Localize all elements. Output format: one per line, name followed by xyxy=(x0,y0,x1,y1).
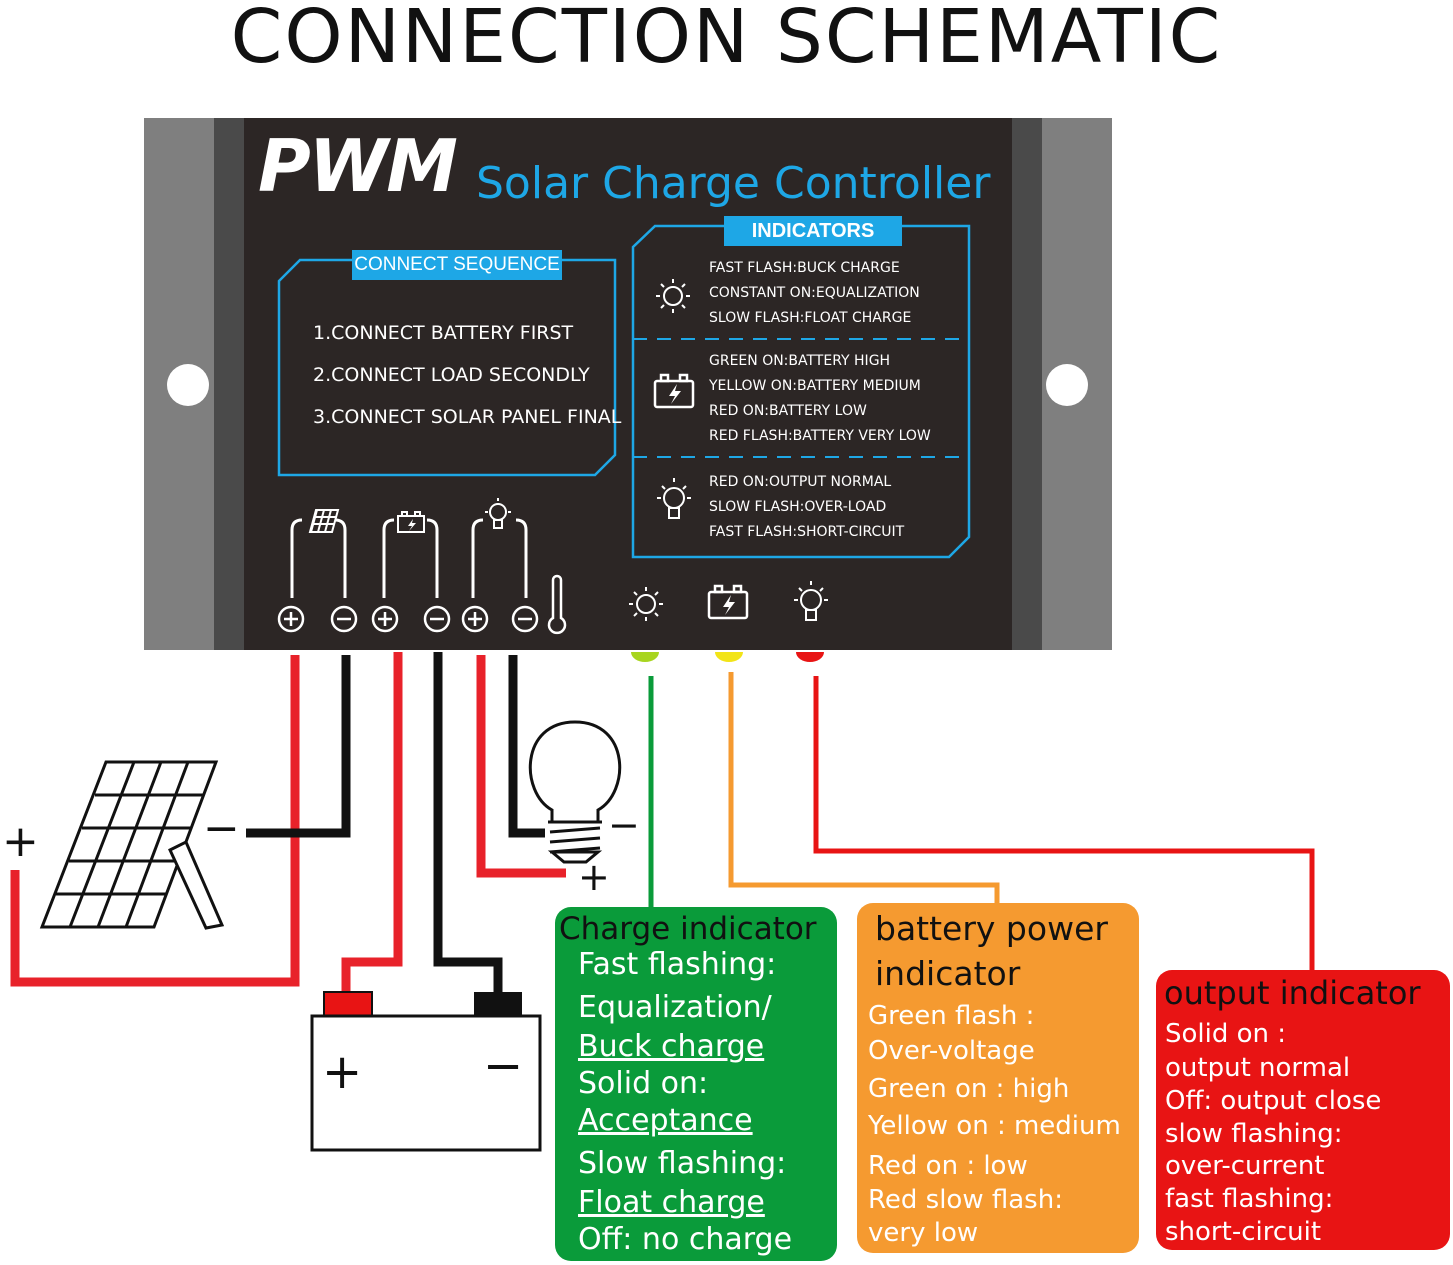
indicator-line: RED FLASH:BATTERY VERY LOW xyxy=(709,428,931,444)
battery-plus-sign: + xyxy=(322,1044,362,1100)
solar-negative-wire xyxy=(246,655,351,838)
indicator-line: RED ON:BATTERY LOW xyxy=(709,403,867,419)
battery-terminal-icon xyxy=(397,511,425,533)
indicator-line: SLOW FLASH:FLOAT CHARGE xyxy=(709,310,912,326)
page-title: CONNECTION SCHEMATIC xyxy=(230,0,1223,80)
load-positive-terminal xyxy=(461,605,489,633)
indicator-line: SLOW FLASH:OVER-LOAD xyxy=(709,499,887,515)
charge-line: Equalization/ xyxy=(578,990,772,1025)
output-led-wire xyxy=(813,676,1315,975)
battery-negative-terminal xyxy=(423,605,451,633)
solar-positive-terminal xyxy=(277,605,305,633)
indicator-line: FAST FLASH:SHORT-CIRCUIT xyxy=(709,524,905,540)
charge-line: Off: no charge xyxy=(578,1222,793,1257)
controller-body xyxy=(144,118,1112,650)
charge-indicator-title: Charge indicator xyxy=(559,911,817,947)
charge-line: Buck charge xyxy=(578,1029,765,1064)
battery-led xyxy=(715,652,743,662)
indicator-line: RED ON:OUTPUT NORMAL xyxy=(709,474,892,490)
sun-icon xyxy=(656,279,690,313)
output-indicator-box: output indicator Solid on : output norma… xyxy=(1156,970,1450,1250)
charge-line: Float charge xyxy=(578,1185,765,1220)
solar-panel-terminal-icon xyxy=(308,509,340,533)
right-mount-hole xyxy=(1046,364,1088,406)
battery-indicator-box: battery power indicator Green flash : Ov… xyxy=(857,903,1139,1253)
battery-indicator-title: indicator xyxy=(875,954,1021,993)
indicators-heading: INDICATORS xyxy=(724,216,902,246)
battery-line: Over-voltage xyxy=(868,1036,1035,1066)
output-line: over-current xyxy=(1165,1151,1325,1181)
charge-line: Acceptance xyxy=(578,1103,753,1138)
battery-positive-wire xyxy=(341,652,403,996)
output-line: output normal xyxy=(1165,1053,1351,1083)
indicator-line: CONSTANT ON:EQUALIZATION xyxy=(709,285,920,301)
battery-line: Red on : low xyxy=(868,1151,1028,1181)
right-flange-edge xyxy=(1012,118,1042,650)
charge-line: Slow flashing: xyxy=(578,1146,787,1181)
load-plus-sign: + xyxy=(578,855,610,899)
battery-icon-large xyxy=(310,991,542,1152)
charge-line: Solid on: xyxy=(578,1066,709,1101)
charge-line: Fast flashing: xyxy=(578,947,777,982)
output-indicator-title: output indicator xyxy=(1164,974,1421,1012)
battery-line: Green flash : xyxy=(868,1001,1035,1031)
output-line: fast flashing: xyxy=(1165,1184,1334,1214)
output-line: Off: output close xyxy=(1165,1086,1382,1116)
sequence-step-2: 2.CONNECT LOAD SECONDLY xyxy=(313,364,590,386)
battery-positive-terminal xyxy=(371,605,399,633)
battery-line: Red slow flash: xyxy=(868,1185,1063,1215)
battery-indicator-title: battery power xyxy=(875,909,1108,948)
indicator-line: YELLOW ON:BATTERY MEDIUM xyxy=(709,378,921,394)
sequence-step-1: 1.CONNECT BATTERY FIRST xyxy=(313,322,574,344)
left-mount-hole xyxy=(167,364,209,406)
charge-indicator-box: Charge indicator Fast flashing: Equaliza… xyxy=(555,907,837,1261)
indicator-line: GREEN ON:BATTERY HIGH xyxy=(709,353,891,369)
sequence-step-3: 3.CONNECT SOLAR PANEL FINAL xyxy=(313,406,622,428)
battery-icon xyxy=(653,373,695,409)
indicators-frame xyxy=(631,224,971,559)
solar-minus-sign: − xyxy=(203,803,240,854)
solar-plus-sign: + xyxy=(2,816,39,867)
output-line: slow flashing: xyxy=(1165,1119,1343,1149)
connect-sequence-heading: CONNECT SEQUENCE xyxy=(352,250,562,280)
charge-led-sun-icon xyxy=(629,587,663,621)
battery-led-battery-icon xyxy=(707,584,749,620)
load-terminal-icon xyxy=(485,498,511,529)
battery-minus-sign: − xyxy=(483,1038,523,1094)
bulb-icon xyxy=(657,478,691,519)
battery-negative-wire xyxy=(433,652,503,996)
solar-panel-icon xyxy=(39,760,225,930)
battery-line: Yellow on : medium xyxy=(868,1111,1121,1141)
output-line: Solid on : xyxy=(1165,1019,1287,1049)
terminal-arches xyxy=(290,518,528,598)
controller-face-panel xyxy=(244,118,1012,650)
output-line: short-circuit xyxy=(1165,1217,1322,1247)
indicator-line: FAST FLASH:BUCK CHARGE xyxy=(709,260,900,276)
solar-negative-terminal xyxy=(330,605,358,633)
solar-positive-wire xyxy=(10,655,300,987)
brand-logo: PWM xyxy=(258,124,458,208)
battery-led-wire xyxy=(728,672,1000,908)
load-negative-wire xyxy=(508,655,545,838)
thermometer-icon xyxy=(547,574,567,635)
load-positive-wire xyxy=(476,655,566,878)
battery-line: Green on : high xyxy=(868,1074,1070,1104)
load-negative-terminal xyxy=(511,605,539,633)
light-bulb-icon xyxy=(528,720,622,864)
charge-led xyxy=(631,652,659,662)
left-flange-edge xyxy=(214,118,244,650)
product-name: Solar Charge Controller xyxy=(476,158,991,209)
connect-sequence-frame xyxy=(277,258,617,477)
output-led-bulb-icon xyxy=(794,581,828,621)
battery-line: very low xyxy=(868,1218,979,1248)
output-led xyxy=(796,652,824,662)
load-minus-sign: − xyxy=(608,803,640,847)
